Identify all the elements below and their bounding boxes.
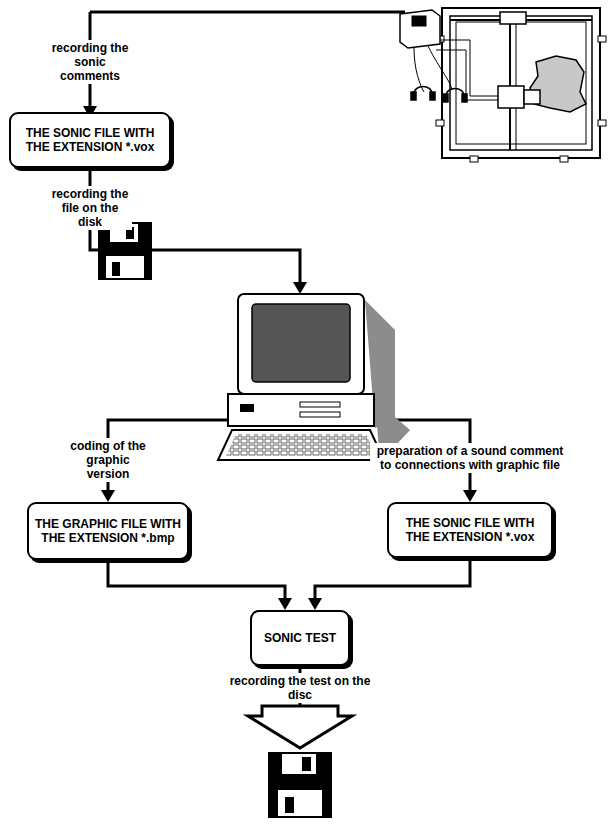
- hollow-arrow: [248, 706, 352, 748]
- flow-arrow: [108, 560, 292, 610]
- flow-arrow: [308, 558, 470, 610]
- file-box: SONIC TEST: [250, 610, 350, 666]
- headphones: [411, 87, 467, 103]
- floppy-disk: [98, 222, 152, 280]
- flow-label: recording the sonic comments: [48, 40, 132, 84]
- flow-label: coding of the graphic version: [66, 438, 150, 482]
- flow-label: recording the file on the disk: [48, 186, 132, 230]
- recorder: [400, 10, 452, 92]
- box-text: SONIC TEST: [264, 631, 336, 645]
- file-box: THE SONIC FILE WITH THE EXTENSION *.vox: [9, 112, 171, 168]
- flow-label: preparation of a sound comment to connec…: [370, 443, 570, 473]
- flow-label: recording the test on the disc: [225, 673, 375, 703]
- file-box: THE SONIC FILE WITH THE EXTENSION *.vox: [387, 502, 553, 558]
- file-box: THE GRAPHIC FILE WITH THE EXTENSION *.bm…: [27, 502, 189, 560]
- computer: [218, 294, 410, 462]
- box-text: THE SONIC FILE WITH THE EXTENSION *.vox: [17, 126, 163, 154]
- box-text: THE GRAPHIC FILE WITH THE EXTENSION *.bm…: [35, 517, 181, 545]
- floppy-disk: [268, 752, 332, 818]
- digitizer-table: [436, 8, 606, 162]
- box-text: THE SONIC FILE WITH THE EXTENSION *.vox: [395, 516, 545, 544]
